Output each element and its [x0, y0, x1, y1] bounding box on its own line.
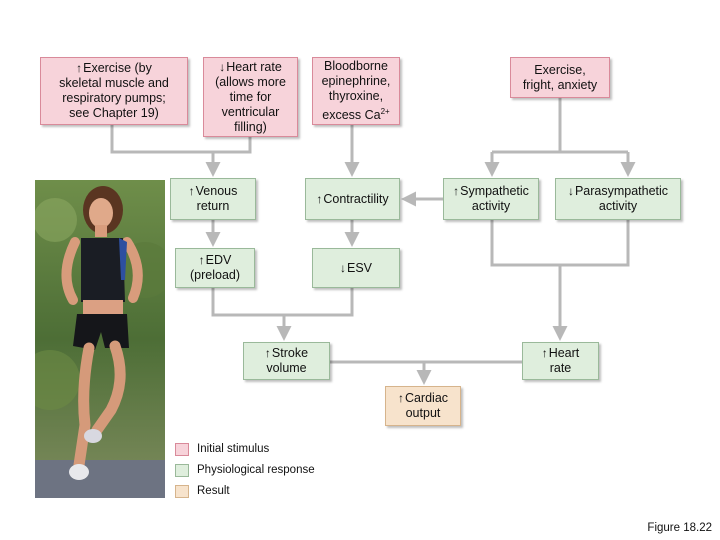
legend-swatch-initial-stimulus — [175, 443, 189, 456]
edv-label: EDV (preload) — [189, 253, 241, 282]
exercise-fright-box: Exercise, fright, anxiety — [510, 57, 610, 98]
stroke-volume-label: Stroke volume — [266, 346, 309, 375]
cardiac-output-label: Cardiac output — [404, 391, 449, 420]
bloodborne-box: Bloodborne epinephrine, thyroxine, exces… — [312, 57, 400, 125]
increase-arrow-icon: ↑ — [541, 346, 548, 360]
sympathetic-label: Sympathetic activity — [460, 184, 529, 213]
heart-rate-box: ↑Heart rate — [522, 342, 599, 380]
venous-return-box: ↑Venous return — [170, 178, 256, 220]
increase-arrow-icon: ↑ — [397, 391, 404, 405]
contractility-box: ↑Contractility — [305, 178, 400, 220]
edv-box: ↑EDV (preload) — [175, 248, 255, 288]
legend-swatch-result — [175, 485, 189, 498]
increase-arrow-icon: ↑ — [188, 184, 195, 198]
connector-exercise-fright-split — [492, 98, 628, 154]
runner-photo — [35, 180, 165, 498]
parasympathetic-box: ↓Parasympathetic activity — [555, 178, 681, 220]
exercise-pumps-box: ↑Exercise (by skeletal muscle and respir… — [40, 57, 188, 125]
exercise-pumps-label: Exercise (by skeletal muscle and respira… — [59, 61, 169, 120]
figure-label: Figure 18.22 — [647, 522, 712, 534]
increase-arrow-icon: ↑ — [76, 61, 83, 75]
heart-rate-decrease-label: Heart rate (allows more time for ventric… — [215, 59, 286, 134]
decrease-arrow-icon: ↓ — [219, 59, 226, 74]
increase-arrow-icon: ↑ — [316, 191, 323, 206]
decrease-arrow-icon: ↓ — [567, 184, 574, 198]
connector-exercise-to-venous — [110, 125, 252, 154]
connector-edv-esv-join — [211, 288, 354, 317]
bloodborne-label: Bloodborne epinephrine, thyroxine, exces… — [321, 58, 391, 123]
increase-arrow-icon: ↑ — [198, 253, 205, 267]
increase-arrow-icon: ↑ — [264, 346, 271, 360]
decrease-arrow-icon: ↓ — [339, 260, 346, 275]
venous-return-label: Venous return — [195, 184, 238, 213]
increase-arrow-icon: ↑ — [453, 184, 460, 198]
contractility-label: Contractility — [323, 191, 389, 206]
legend-swatch-physiological-response — [175, 464, 189, 477]
esv-box: ↓ESV — [312, 248, 400, 288]
parasympathetic-label: Parasympathetic activity — [574, 184, 669, 213]
esv-label: ESV — [346, 260, 372, 275]
cardiac-output-box: ↑Cardiac output — [385, 386, 461, 426]
heart-rate-decrease-box: ↓Heart rate (allows more time for ventri… — [203, 57, 298, 137]
connector-autonomic-join — [490, 220, 630, 267]
legend-label-result: Result — [197, 485, 230, 497]
legend-label-initial-stimulus: Initial stimulus — [197, 443, 270, 455]
calcium-charge: 2+ — [380, 106, 390, 116]
stroke-volume-box: ↑Stroke volume — [243, 342, 330, 380]
sympathetic-box: ↑Sympathetic activity — [443, 178, 539, 220]
legend-label-physiological-response: Physiological response — [197, 464, 315, 476]
exercise-fright-label: Exercise, fright, anxiety — [522, 62, 598, 92]
heart-rate-label: Heart rate — [548, 346, 580, 375]
